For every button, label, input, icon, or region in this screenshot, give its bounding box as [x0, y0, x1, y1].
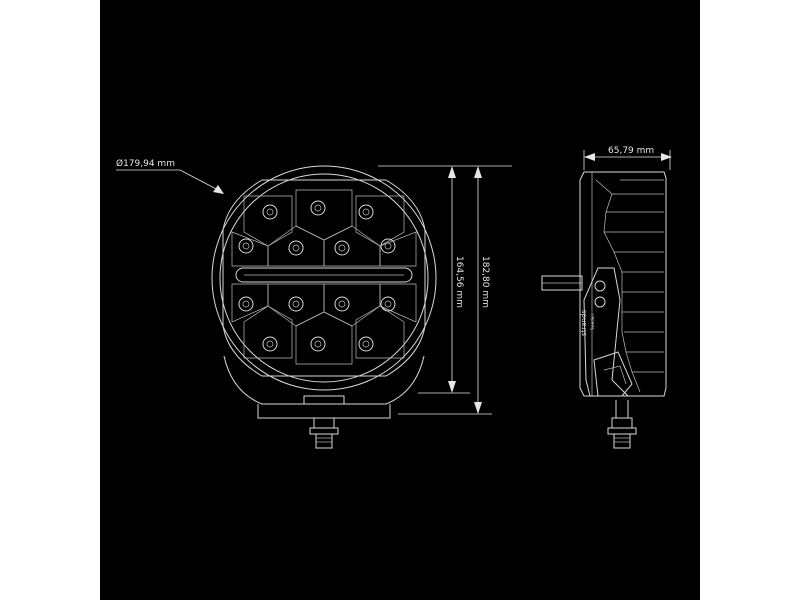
side-view: 65,79 mm: [541, 146, 672, 449]
reflector-cell: [267, 225, 325, 267]
reflector-cell: [355, 305, 405, 359]
led: [262, 204, 278, 220]
side-mounting-bracket: [583, 267, 630, 397]
depth-arrow-right: [661, 153, 672, 161]
reflector-cell: [267, 283, 325, 327]
reflector-cell: [243, 305, 293, 359]
depth-dimension: 65,79 mm: [583, 146, 672, 170]
reflector-cell: [243, 195, 293, 247]
brand-name: strands: [580, 310, 588, 336]
reflector-cell: [231, 283, 269, 323]
bracket-foot: [593, 351, 633, 397]
side-mounting-washer: [607, 427, 637, 435]
side-housing-profile: [579, 171, 667, 397]
brand-tagline: Sweden: [590, 314, 595, 330]
inner-height-label: 164,56 mm: [454, 256, 464, 308]
led: [334, 296, 350, 312]
mounting-bolt: [315, 433, 333, 449]
side-mounting-nut: [611, 417, 633, 429]
reflector-cell: [379, 283, 417, 323]
diameter-leader-diagonal: [179, 169, 223, 193]
inner-height-arrow-top: [448, 166, 456, 178]
led: [380, 296, 396, 312]
diameter-label: Ø179,94 mm: [116, 158, 175, 169]
reflector-cell: [323, 283, 381, 327]
reflector-cell: [295, 189, 353, 241]
mounting-base-plate: [257, 404, 391, 419]
outer-height-arrow-bottom: [474, 402, 482, 414]
lens-boundary: [222, 179, 426, 377]
reflector-cells-lower: [231, 283, 417, 365]
diameter-dimension: Ø179,94 mm: [116, 158, 224, 194]
reflector-cell: [295, 311, 353, 365]
housing-inner-ring: [219, 173, 429, 383]
fin-contour: [621, 272, 641, 393]
mounting-nut: [313, 417, 335, 429]
reflector-cell: [355, 195, 405, 247]
reflector-cells-upper: [231, 189, 417, 267]
led: [310, 200, 326, 216]
led: [238, 238, 254, 254]
front-view: [211, 165, 437, 449]
housing-outer-ring: [211, 165, 437, 391]
bracket-bolt-upper: [594, 280, 606, 292]
led: [288, 240, 304, 256]
bracket-bolt-lower: [594, 296, 606, 308]
reflector-cell: [323, 225, 381, 267]
side-mounting-bolt: [613, 433, 631, 449]
cooling-fins: [595, 179, 664, 393]
inner-height-arrow-bottom: [448, 381, 456, 393]
led: [262, 336, 278, 352]
reflector-cell: [231, 231, 269, 267]
drawing-background: [100, 0, 700, 600]
mounting-washer: [309, 427, 339, 435]
led: [238, 296, 254, 312]
bracket-foot-detail: [603, 365, 627, 385]
led: [310, 336, 326, 352]
led-emitters: [238, 200, 396, 352]
height-dimensions: 164,56 mm 182,80 mm: [378, 165, 512, 415]
mounting-bracket-arc: [223, 355, 425, 405]
led: [380, 238, 396, 254]
led: [334, 240, 350, 256]
led: [358, 336, 374, 352]
depth-label: 65,79 mm: [608, 146, 654, 156]
outer-height-arrow-top: [474, 166, 482, 178]
reflector-cell: [379, 231, 417, 267]
drl-light-bar: [235, 267, 413, 283]
depth-arrow-left: [584, 153, 595, 161]
fin-contour: [595, 179, 623, 273]
led: [288, 296, 304, 312]
outer-height-label: 182,80 mm: [480, 256, 490, 308]
brand-logo: strands Sweden: [580, 310, 595, 336]
mounting-base-block: [303, 395, 345, 405]
led: [358, 204, 374, 220]
diameter-arrow: [213, 185, 224, 194]
